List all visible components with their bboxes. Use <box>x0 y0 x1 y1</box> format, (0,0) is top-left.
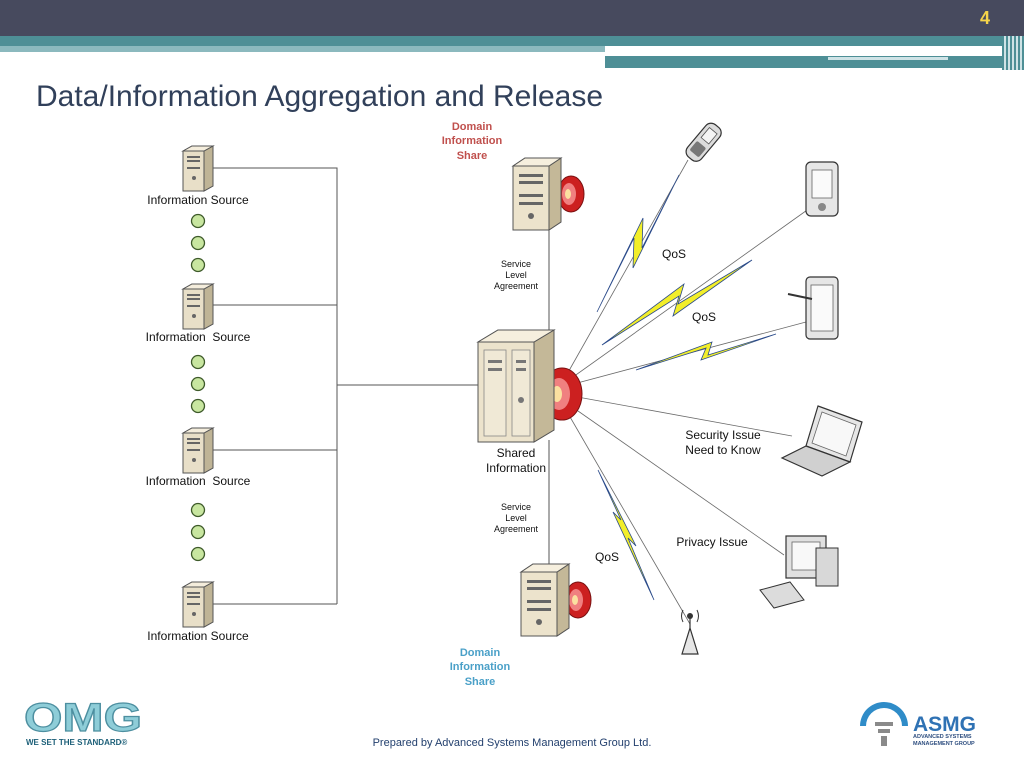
svg-text:Service: Service <box>501 502 531 512</box>
svg-text:ADVANCED SYSTEMS: ADVANCED SYSTEMS <box>913 734 972 740</box>
desktop-computer-icon <box>759 535 839 609</box>
header-accent-band <box>0 36 1024 46</box>
qos-label-3: QoS <box>595 550 619 564</box>
svg-text:Information: Information <box>442 135 503 147</box>
database-disc-icon <box>557 175 585 213</box>
svg-text:Agreement: Agreement <box>494 281 539 291</box>
qos-lightning-bolts <box>596 174 777 601</box>
lightning-bolt-3 <box>635 333 777 371</box>
header-accent-highlight <box>828 57 948 60</box>
svg-text:Agreement: Agreement <box>494 524 539 534</box>
omg-logo: OMG WE SET THE STANDARD® <box>23 695 142 747</box>
information-source-3: Information Source <box>146 427 251 488</box>
footer-text: Prepared by Advanced Systems Management … <box>372 737 652 749</box>
svg-text:Share: Share <box>465 676 496 688</box>
need-to-know-label: Need to Know <box>685 443 761 457</box>
svg-text:Level: Level <box>505 270 527 280</box>
server-icon <box>182 283 214 330</box>
svg-text:Shared: Shared <box>497 446 536 460</box>
svg-text:Information: Information <box>486 461 546 475</box>
lightning-bolt-1 <box>596 174 680 313</box>
source-label: Information Source <box>147 629 249 643</box>
svg-text:Service: Service <box>501 259 531 269</box>
security-issue-label: Security Issue <box>685 428 761 442</box>
source-label: Information Source <box>147 193 249 207</box>
asmg-logo: ASMG ADVANCED SYSTEMS MANAGEMENT GROUP <box>860 702 976 747</box>
privacy-issue-label: Privacy Issue <box>676 535 748 549</box>
cell-phone-icon <box>685 122 722 162</box>
server-icon <box>477 329 555 443</box>
server-icon <box>182 145 214 192</box>
svg-text:Level: Level <box>505 513 527 523</box>
laptop-icon <box>780 405 863 477</box>
pda-icon <box>805 161 839 217</box>
svg-text:MANAGEMENT GROUP: MANAGEMENT GROUP <box>913 741 975 747</box>
qos-label-1: QoS <box>662 247 686 261</box>
source-label: Information Source <box>146 474 251 488</box>
tablet-icon <box>787 276 839 340</box>
lightning-bolt-2 <box>601 259 753 346</box>
qos-label-2: QoS <box>692 310 716 324</box>
svg-text:Domain: Domain <box>460 647 501 659</box>
information-source-4: Information Source <box>147 581 249 643</box>
ellipsis-dots <box>190 213 206 562</box>
source-bus-lines <box>211 167 550 605</box>
sla-label-top: Service Level Agreement <box>494 259 539 291</box>
header-stripes <box>1002 36 1024 70</box>
svg-text:WE SET THE STANDARD®: WE SET THE STANDARD® <box>26 738 127 747</box>
server-icon <box>520 563 570 637</box>
header-accent-band-light <box>0 46 605 52</box>
svg-text:Share: Share <box>457 150 488 162</box>
slide-title: Data/Information Aggregation and Release <box>36 80 604 113</box>
lightning-bolt-4 <box>597 469 655 601</box>
domain-share-top: Domain Information Share <box>442 121 585 231</box>
svg-text:Domain: Domain <box>452 121 493 133</box>
source-label: Information Source <box>146 330 251 344</box>
antenna-icon <box>681 609 699 655</box>
shared-information-server: Shared Information <box>477 329 583 475</box>
server-icon <box>512 157 562 231</box>
svg-text:ASMG: ASMG <box>913 713 976 736</box>
sla-label-bottom: Service Level Agreement <box>494 502 539 534</box>
svg-text:Information: Information <box>450 661 511 673</box>
information-source-2: Information Source <box>146 283 251 344</box>
domain-share-bottom: Domain Information Share <box>450 563 592 688</box>
server-icon <box>182 581 214 628</box>
page-number: 4 <box>979 8 990 28</box>
svg-text:OMG: OMG <box>24 696 142 740</box>
server-icon <box>182 427 214 474</box>
information-source-1: Information Source <box>147 145 249 207</box>
header-bar <box>0 0 1024 36</box>
